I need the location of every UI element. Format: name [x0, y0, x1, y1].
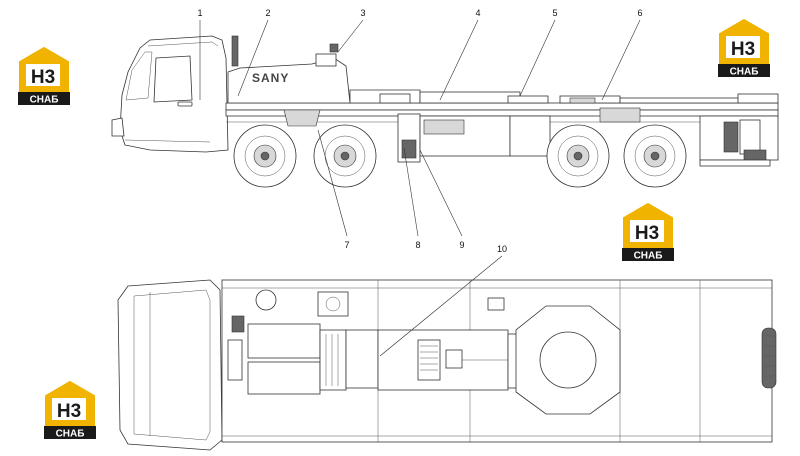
- callout-3: 3: [360, 8, 365, 18]
- logo-text: СНАБ: [634, 251, 663, 262]
- callout-9: 9: [459, 240, 464, 250]
- cab-top: [117, 279, 223, 451]
- callout-10: 10: [497, 244, 507, 254]
- brand-label: SANY: [252, 71, 289, 85]
- logo-text: СНАБ: [30, 95, 59, 106]
- watermark-logo-1: H3 СНАБ: [18, 46, 70, 106]
- logo-letters: H3: [31, 67, 55, 88]
- rear-wheel-top: [761, 327, 777, 389]
- watermark-logo-3: H3 СНАБ: [622, 202, 674, 262]
- logo-letters: H3: [731, 39, 755, 60]
- exhaust-stack: [231, 35, 239, 67]
- logo-text: СНАБ: [730, 67, 759, 78]
- callout-labels: 1 2 3 4 5 6 7 8 9 10: [197, 8, 642, 254]
- callout-2: 2: [265, 8, 270, 18]
- side-view: SANY: [111, 35, 779, 188]
- engine-housing: [227, 57, 351, 104]
- side-wheel-1: [233, 124, 297, 188]
- side-wheel-3: [546, 124, 610, 188]
- callout-4: 4: [475, 8, 480, 18]
- side-wheel-4: [623, 124, 687, 188]
- cab-window: [153, 55, 193, 103]
- callout-7: 7: [344, 240, 349, 250]
- logo-letters: H3: [57, 401, 81, 422]
- callout-5: 5: [552, 8, 557, 18]
- logo-letters: H3: [635, 223, 659, 244]
- logo-text: СНАБ: [56, 429, 85, 440]
- callout-8: 8: [415, 240, 420, 250]
- leader-lines: [199, 19, 641, 357]
- callout-6: 6: [637, 8, 642, 18]
- watermark-logo-2: H3 СНАБ: [718, 18, 770, 78]
- fuel-tank: [283, 109, 321, 127]
- top-view: [117, 279, 777, 451]
- callout-1: 1: [197, 8, 202, 18]
- chassis-frame: [225, 102, 779, 111]
- watermark-logo-4: H3 СНАБ: [44, 380, 96, 440]
- side-wheel-2: [313, 124, 377, 188]
